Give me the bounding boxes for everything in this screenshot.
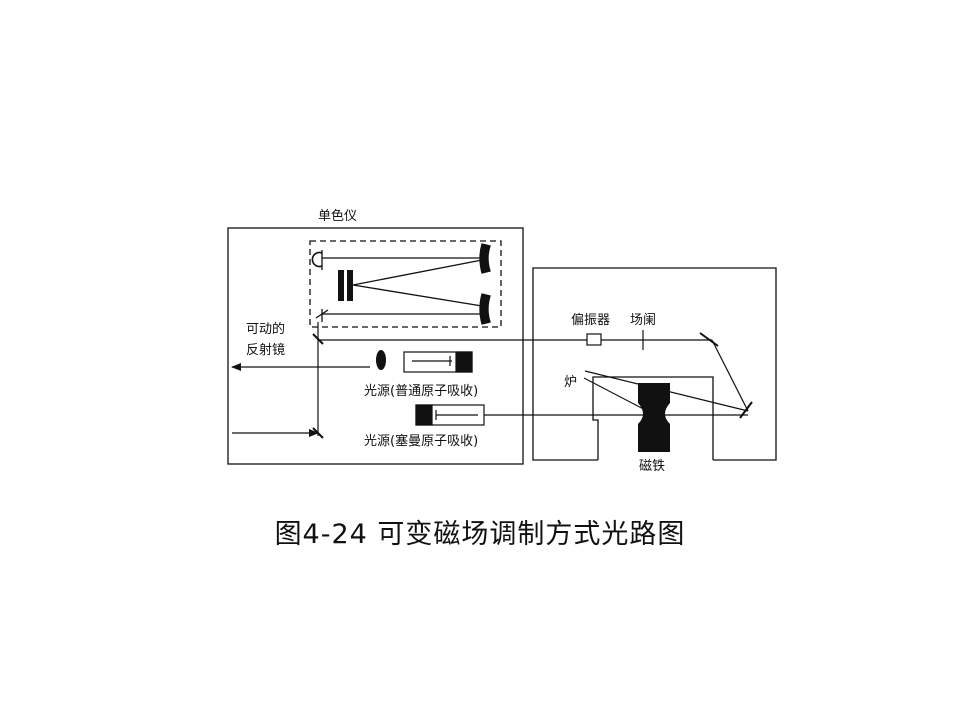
left-enclosure: [227, 227, 524, 465]
movable-mirror-label-1: 可动的: [246, 321, 285, 337]
magnet-housing: [532, 267, 777, 461]
magnet-label: 磁铁: [639, 459, 665, 474]
lens-icon: [376, 350, 386, 370]
light-source-normal-label: 光源(普通原子吸收): [364, 384, 478, 399]
figure-caption: 图4-24 可变磁场调制方式光路图: [274, 519, 686, 550]
concave-mirror-bottom-icon: [479, 293, 491, 325]
monochromator-box: [309, 240, 502, 328]
monochromator-label: 单色仪: [318, 208, 357, 224]
light-source-zeeman-label: 光源(塞曼原子吸收): [364, 433, 478, 449]
movable-mirror-label-2: 反射镜: [246, 342, 285, 358]
beam-paths: [231, 322, 753, 439]
detector-icon: [311, 251, 323, 268]
magnet-icon: [638, 383, 670, 452]
furnace-label: 炉: [564, 375, 577, 390]
light-source-zeeman-icon: [415, 404, 485, 426]
polarizer-icon: [586, 333, 602, 346]
monochromator-optics: [311, 243, 491, 325]
magnet-housing-inner: [592, 376, 714, 460]
movable-mirror-icon: [312, 333, 324, 345]
light-source-normal-icon: [403, 351, 473, 373]
polarizer-label: 偏振器: [571, 313, 610, 328]
field-stop-label: 场阑: [630, 313, 656, 328]
concave-mirror-top-icon: [479, 243, 491, 274]
grating-icon: [338, 270, 344, 301]
